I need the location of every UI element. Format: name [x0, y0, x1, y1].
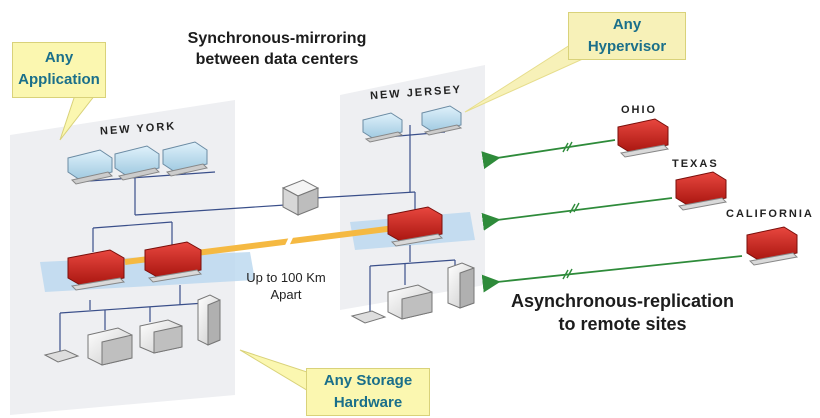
- tape-drive-icon: [43, 349, 80, 363]
- datacore-appliance-icon: [144, 241, 203, 283]
- tower-server-icon: [197, 294, 221, 346]
- any-storage-hardware-callout: Any Storage Hardware: [306, 368, 430, 416]
- tape-drive-icon: [350, 310, 387, 324]
- datacore-appliance-icon: [746, 226, 799, 266]
- datacore-appliance-icon: [387, 206, 444, 247]
- heading-line: Asynchronous-replication: [510, 291, 735, 311]
- server-icon: [114, 145, 160, 181]
- heading-line: Synchronous-mirroring: [187, 30, 367, 47]
- arrow-icon: [481, 139, 616, 170]
- note-line: Up to 100 Km: [246, 270, 326, 285]
- switch-icon: [281, 179, 320, 216]
- storage-array-icon: [387, 284, 433, 320]
- datacore-appliance-icon: [675, 171, 728, 211]
- server-icon: [67, 149, 113, 185]
- datacore-appliance-icon: [617, 118, 670, 158]
- site-label-ohio: OHIO: [621, 104, 658, 116]
- tower-server-icon: [447, 262, 475, 309]
- callout-line: Hardware: [333, 394, 403, 411]
- callout-line: Any: [612, 16, 642, 33]
- arrow-icon: [481, 255, 743, 293]
- any-hypervisor-callout: Any Hypervisor: [568, 12, 686, 60]
- server-icon: [162, 141, 208, 177]
- storage-array-icon: [139, 319, 183, 354]
- replication-arrows: [481, 139, 743, 293]
- storage-array-icon: [87, 327, 133, 366]
- callout-line: Hypervisor: [587, 38, 667, 55]
- distance-pointer: [276, 217, 302, 266]
- distance-note: Up to 100 Km Apart: [238, 269, 334, 303]
- datacore-appliance-icon: [67, 249, 126, 291]
- note-line: Apart: [270, 287, 302, 302]
- site-label-california: CALIFORNIA: [726, 208, 814, 220]
- any-application-callout: Any Application: [12, 42, 106, 98]
- site-label-texas: TEXAS: [672, 158, 719, 170]
- storage-callout-pointer: [239, 349, 311, 393]
- callout-line: Application: [18, 71, 100, 88]
- server-icon: [421, 105, 463, 136]
- callout-line: Any: [44, 49, 74, 66]
- link-break-marks: [562, 141, 580, 280]
- callout-line: Any Storage: [323, 372, 413, 389]
- heading-line: to remote sites: [558, 314, 687, 334]
- arrow-icon: [481, 197, 673, 231]
- heading-line: between data centers: [195, 51, 359, 68]
- sync-heading: Synchronous-mirroring between data cente…: [172, 28, 382, 70]
- async-heading: Asynchronous-replication to remote sites: [500, 290, 745, 336]
- server-icon: [362, 112, 404, 143]
